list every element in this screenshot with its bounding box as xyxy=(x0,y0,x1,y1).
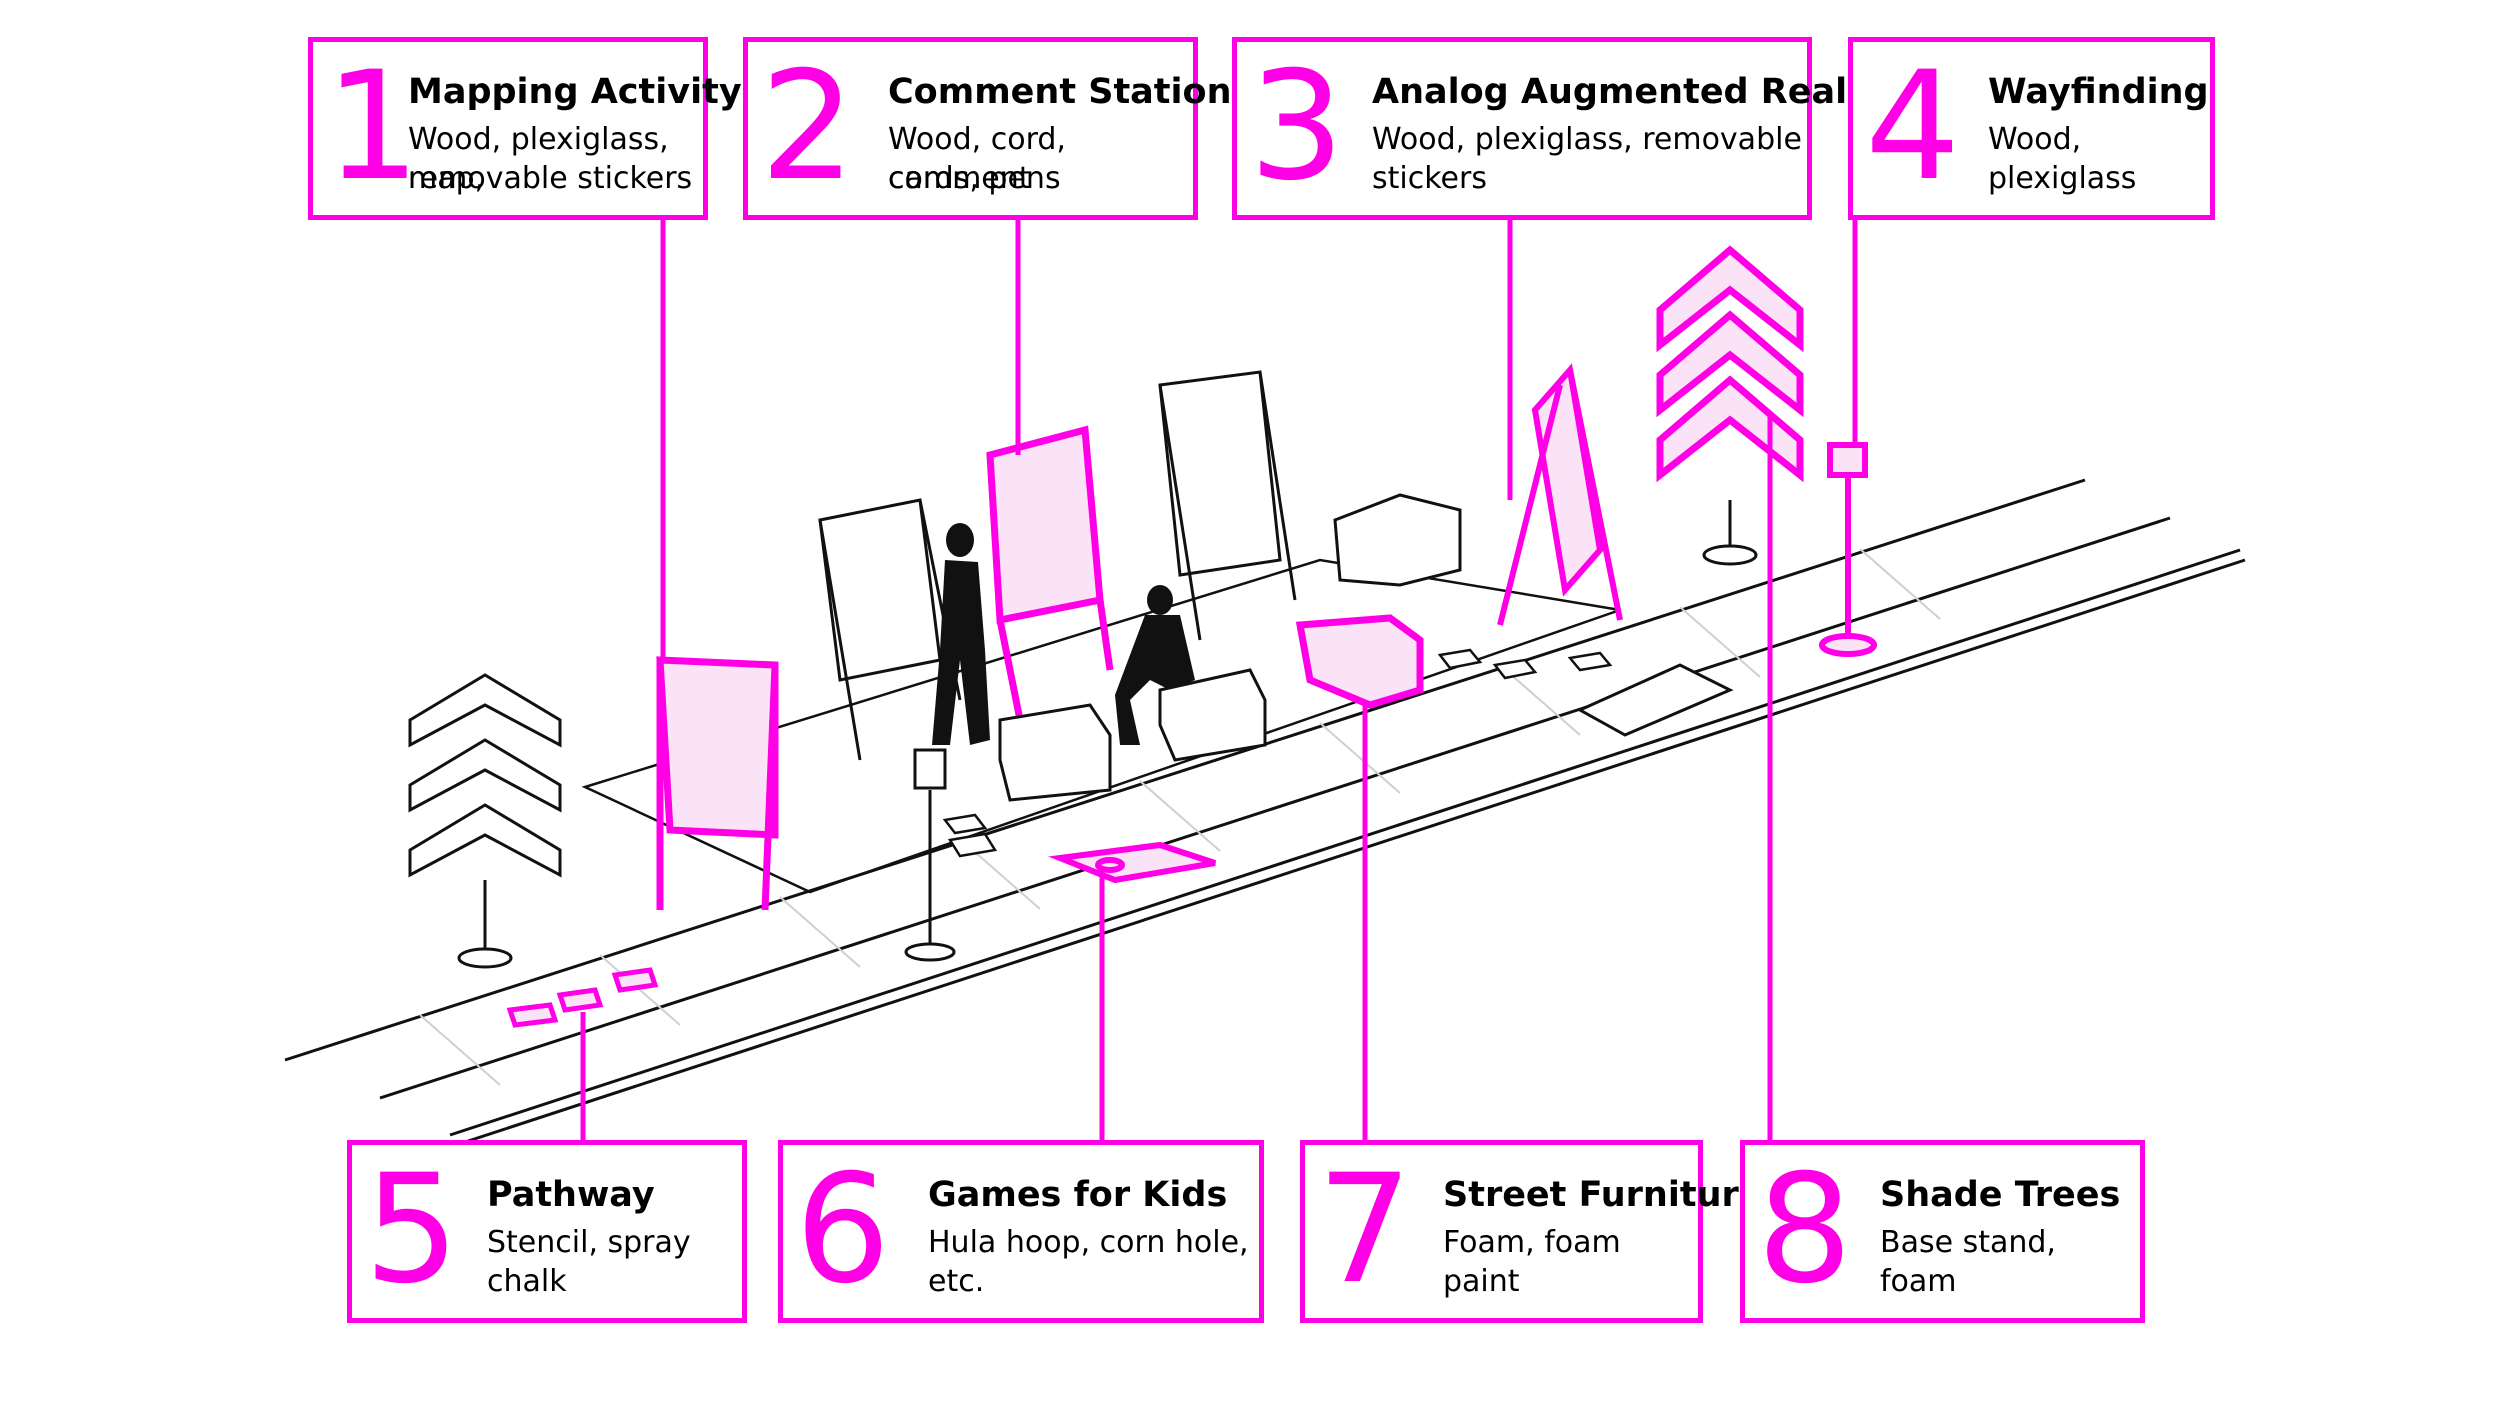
people-silhouettes xyxy=(932,523,1195,745)
label-pathway: 5 Pathway Stencil, spray chalk xyxy=(347,1140,747,1323)
easels-black xyxy=(818,370,1297,761)
label-desc-line1: Wood, plexiglass xyxy=(1988,122,2137,196)
label-desc-line2: removable stickers xyxy=(408,161,693,196)
mapping-easel xyxy=(656,656,779,911)
label-desc-line2: etc. xyxy=(928,1264,985,1299)
pathway-stencils xyxy=(506,967,659,1028)
tree-pink xyxy=(1656,245,1804,483)
label-title: Street Furniture xyxy=(1443,1175,1763,1215)
label-desc-line2: cards, pens xyxy=(888,161,1061,196)
label-desc-line1: Stencil, spray xyxy=(487,1225,691,1260)
label-title: Pathway xyxy=(487,1175,655,1215)
label-desc-line1: Foam, foam paint xyxy=(1443,1225,1621,1299)
label-mapping-activity: 1 Mapping Activity Wood, plexiglass, map… xyxy=(308,37,742,220)
label-number: 4 xyxy=(1865,40,1961,214)
label-title: Mapping Activity xyxy=(408,72,742,112)
label-number: 6 xyxy=(795,1143,891,1317)
label-desc-line1: Wood, cord, comment xyxy=(888,122,1066,196)
cornhole-black xyxy=(1576,663,1734,737)
label-analog-augmented-reality: 3 Analog Augmented Reality Wood, plexigl… xyxy=(1232,37,1899,220)
foam-blocks xyxy=(998,493,1462,802)
label-games-for-kids: 6 Games for Kids Hula hoop, corn hole, e… xyxy=(778,1140,1264,1323)
label-title: Wayfinding xyxy=(1988,72,2209,112)
tree-pink-stand xyxy=(1702,500,1758,566)
label-number: 8 xyxy=(1757,1143,1853,1317)
label-desc-line1: Wood, plexiglass, map, xyxy=(408,122,669,196)
label-number: 5 xyxy=(364,1143,460,1317)
comment-easel xyxy=(986,425,1114,721)
ar-easel xyxy=(1497,363,1623,626)
label-desc-line2: stickers xyxy=(1372,161,1487,196)
leader-lines xyxy=(580,218,1858,1140)
label-shade-trees: 8 Shade Trees Base stand, foam xyxy=(1740,1140,2145,1323)
wayfinding-sign xyxy=(1819,442,1877,657)
label-number: 1 xyxy=(325,40,421,214)
cornhole-pink xyxy=(1048,841,1216,884)
wayfinding-sign-black xyxy=(904,748,956,962)
label-number: 2 xyxy=(760,40,856,214)
label-street-furniture: 7 Street Furniture Foam, foam paint xyxy=(1300,1140,1763,1323)
label-desc-line1: Wood, plexiglass, removable xyxy=(1372,122,1802,157)
label-comment-stations: 2 Comment Stations Wood, cord, comment c… xyxy=(743,37,1252,220)
label-number: 7 xyxy=(1317,1143,1413,1317)
label-wayfinding: 4 Wayfinding Wood, plexiglass xyxy=(1848,37,2215,220)
street-furniture-block xyxy=(1295,614,1424,709)
label-title: Analog Augmented Reality xyxy=(1372,72,1899,112)
label-title: Games for Kids xyxy=(928,1175,1228,1215)
label-desc-line1: Hula hoop, corn hole, xyxy=(928,1225,1249,1260)
label-desc-line1: Base stand, foam xyxy=(1880,1225,2056,1299)
plaza-stencils xyxy=(942,648,1613,858)
tree-left xyxy=(408,673,562,969)
label-number: 3 xyxy=(1249,40,1345,214)
label-desc-line2: chalk xyxy=(487,1264,567,1299)
label-title: Comment Stations xyxy=(888,72,1253,112)
label-title: Shade Trees xyxy=(1880,1175,2121,1215)
street-edges xyxy=(284,478,2246,1147)
